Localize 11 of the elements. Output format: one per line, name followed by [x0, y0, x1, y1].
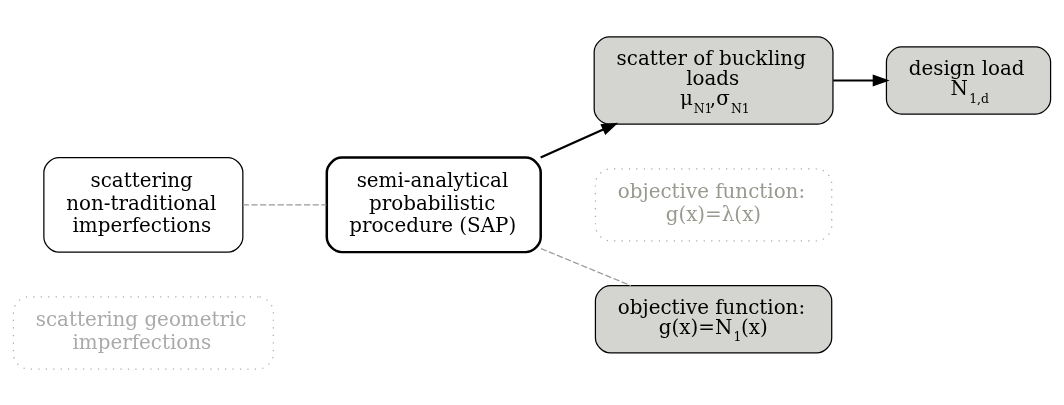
node-box: scatter of buckling loads μ$_{N1}$,σ$_{N1}$ — [593, 35, 834, 125]
node-box: semi-analytical probabilistic procedure (SAP) — [325, 155, 542, 253]
node-box: design load N$_{1,d}$ — [885, 45, 1052, 115]
arrow — [540, 122, 619, 159]
node-box: objective function: g(x)=N$_{1}$(x) — [594, 284, 833, 353]
connector — [242, 203, 327, 205]
node-box: scattering non-traditional imperfections — [43, 156, 244, 253]
arrow — [833, 74, 890, 86]
connector — [540, 247, 632, 286]
node-box: objective function: g(x)=λ(x) — [594, 167, 833, 242]
node-box: scattering geometric imperfections — [12, 295, 274, 370]
